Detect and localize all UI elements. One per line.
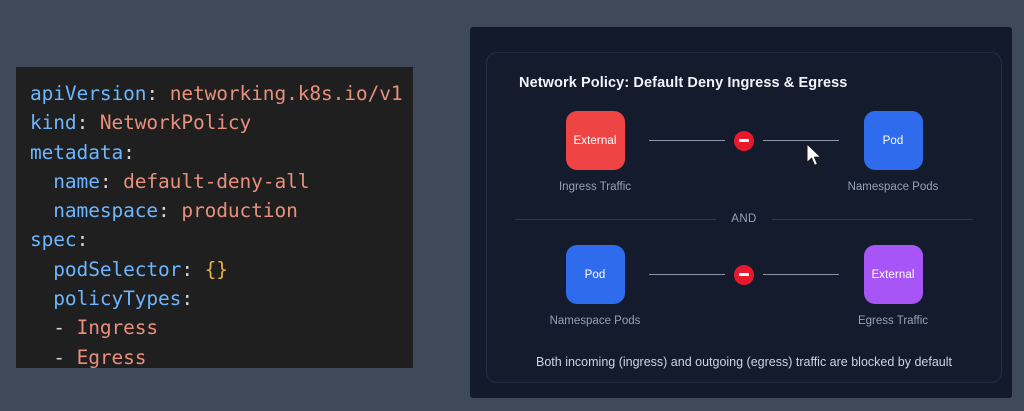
- code-token-key: podSelector: [30, 257, 182, 281]
- node-ingress-target[interactable]: Pod Namespace Pods: [845, 111, 941, 193]
- node-box-pod[interactable]: Pod: [863, 111, 923, 170]
- connector-line-left: [649, 140, 725, 141]
- block-icon-bar: [739, 139, 749, 142]
- node-box-external[interactable]: External: [863, 245, 923, 304]
- and-label: AND: [731, 213, 757, 225]
- code-token-key: apiVersion: [30, 82, 147, 105]
- code-line: kind: NetworkPolicy: [30, 108, 413, 137]
- node-caption-ingress-traffic: Ingress Traffic: [558, 181, 631, 193]
- diagram-footer-note: Both incoming (ingress) and outgoing (eg…: [536, 355, 952, 369]
- code-token-val: default-deny-all: [123, 169, 310, 193]
- flow-row-ingress: External Ingress Traffic Pod Namespace P…: [509, 111, 979, 193]
- code-token-punct: :: [181, 287, 193, 311]
- code-token-punct: :: [123, 140, 135, 164]
- code-token-key: policyTypes: [30, 287, 182, 311]
- divider-rule-right: [771, 218, 974, 220]
- code-token-key: name: [30, 169, 100, 193]
- code-line: spec:: [30, 225, 413, 254]
- code-token-punct: :: [158, 199, 182, 223]
- code-line: - Egress: [30, 343, 413, 368]
- connector-line-right: [763, 140, 839, 141]
- node-caption-namespace-pods: Namespace Pods: [847, 181, 939, 193]
- code-token-punct: :: [76, 111, 100, 135]
- node-egress-target[interactable]: External Egress Traffic: [845, 245, 941, 327]
- code-token-punct: :: [99, 169, 124, 193]
- code-line: metadata:: [30, 138, 413, 167]
- code-line: namespace: production: [30, 196, 413, 225]
- divider-rule-left: [515, 218, 717, 220]
- node-caption-namespace-pods: Namespace Pods: [549, 315, 641, 327]
- code-token-key: kind: [30, 111, 77, 135]
- code-token-key: namespace: [30, 199, 159, 223]
- code-token-dash: -: [30, 316, 77, 340]
- code-line: name: default-deny-all: [30, 167, 413, 196]
- code-token-val: NetworkPolicy: [99, 111, 252, 135]
- code-token-punct: :: [181, 257, 205, 281]
- code-token-punct: :: [76, 228, 89, 252]
- block-icon: [734, 130, 754, 151]
- diagram-title: Network Policy: Default Deny Ingress & E…: [519, 75, 848, 91]
- connector-egress-blocked: [643, 245, 845, 304]
- node-box-external[interactable]: External: [565, 111, 625, 170]
- code-token-key: metadata: [30, 140, 124, 164]
- code-line: policyTypes:: [30, 284, 413, 313]
- diagram-card: Network Policy: Default Deny Ingress & E…: [486, 52, 1002, 383]
- block-icon-bar: [739, 273, 749, 276]
- node-caption-egress-traffic: Egress Traffic: [857, 315, 929, 327]
- code-token-key: spec: [30, 228, 77, 252]
- node-box-pod[interactable]: Pod: [565, 245, 625, 304]
- connector-line-left: [649, 274, 725, 275]
- code-line: - Ingress: [30, 313, 413, 342]
- code-token-brace: {}: [204, 257, 228, 281]
- code-token-val: production: [181, 199, 298, 223]
- connector-ingress-blocked: [643, 111, 845, 170]
- and-divider: AND: [509, 213, 979, 225]
- node-ingress-source[interactable]: External Ingress Traffic: [547, 111, 643, 193]
- code-token-val: Ingress: [76, 316, 159, 340]
- code-token-punct: :: [146, 82, 170, 105]
- node-egress-source[interactable]: Pod Namespace Pods: [547, 245, 643, 327]
- code-line: apiVersion: networking.k8s.io/v1: [30, 79, 413, 108]
- diagram-panel: Network Policy: Default Deny Ingress & E…: [470, 27, 1012, 398]
- connector-line-right: [763, 274, 839, 275]
- code-token-dash: -: [30, 345, 77, 368]
- flow-row-egress: Pod Namespace Pods External Egress Traff…: [509, 245, 979, 327]
- code-token-val: networking.k8s.io/v1: [169, 82, 403, 105]
- code-line: podSelector: {}: [30, 255, 413, 284]
- code-token-val: Egress: [76, 345, 147, 368]
- block-icon: [734, 264, 754, 285]
